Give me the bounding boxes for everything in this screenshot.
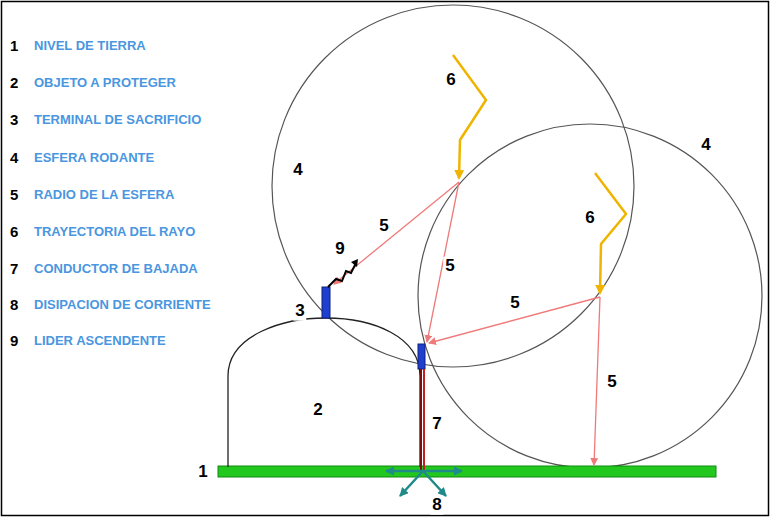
legend-number: 6	[10, 224, 18, 241]
protected-object	[228, 318, 420, 467]
sphere-radius	[334, 182, 600, 465]
rolling-sphere	[418, 124, 762, 468]
callout-number: 6	[583, 209, 596, 228]
legend-text: LIDER ASCENDENTE	[34, 334, 166, 348]
callout-number: 4	[699, 136, 712, 155]
legend-number: 8	[10, 297, 18, 314]
current-dissipation	[386, 471, 462, 496]
legend-number: 5	[10, 187, 18, 204]
legend-text: NIVEL DE TIERRA	[34, 39, 146, 53]
sacrificial-terminal	[418, 344, 425, 369]
legend-number: 1	[10, 38, 18, 55]
callout-number: 6	[444, 71, 457, 90]
legend-number: 4	[10, 150, 18, 167]
legend-text: TERMINAL DE SACRIFICIO	[34, 113, 201, 127]
callout-number: 4	[291, 161, 304, 180]
callout-number: 5	[443, 257, 456, 276]
legend-text: TRAYECTORIA DEL RAYO	[34, 225, 195, 239]
lightning-path	[595, 173, 626, 293]
callout-number: 5	[377, 217, 390, 236]
upward-leader	[328, 263, 356, 287]
legend-number: 7	[10, 261, 18, 278]
callout-number: 9	[333, 240, 346, 259]
legend-text: CONDUCTOR DE BAJADA	[34, 262, 198, 276]
callout-number: 2	[311, 401, 324, 420]
lightning-path	[453, 55, 486, 178]
legend-number: 3	[10, 112, 18, 129]
callout-number: 8	[430, 496, 443, 515]
legend-number: 9	[10, 333, 18, 350]
callout-number: 1	[196, 463, 209, 482]
down-conductor	[420, 369, 422, 470]
legend-number: 2	[10, 75, 18, 92]
ground-level	[218, 466, 716, 477]
legend-text: ESFERA RODANTE	[34, 151, 154, 165]
legend-text: DISIPACION DE CORRIENTE	[34, 298, 211, 312]
callout-number: 5	[508, 294, 521, 313]
legend-text: OBJETO A PROTEGER	[34, 76, 176, 90]
down-conductor	[423, 369, 425, 470]
callout-number: 3	[293, 302, 306, 321]
callout-number: 7	[430, 415, 443, 434]
callout-number: 5	[605, 373, 618, 392]
sacrificial-terminal	[322, 287, 330, 318]
upward-leader	[351, 259, 358, 267]
legend-text: RADIO DE LA ESFERA	[34, 188, 174, 202]
rolling-sphere	[272, 5, 634, 367]
